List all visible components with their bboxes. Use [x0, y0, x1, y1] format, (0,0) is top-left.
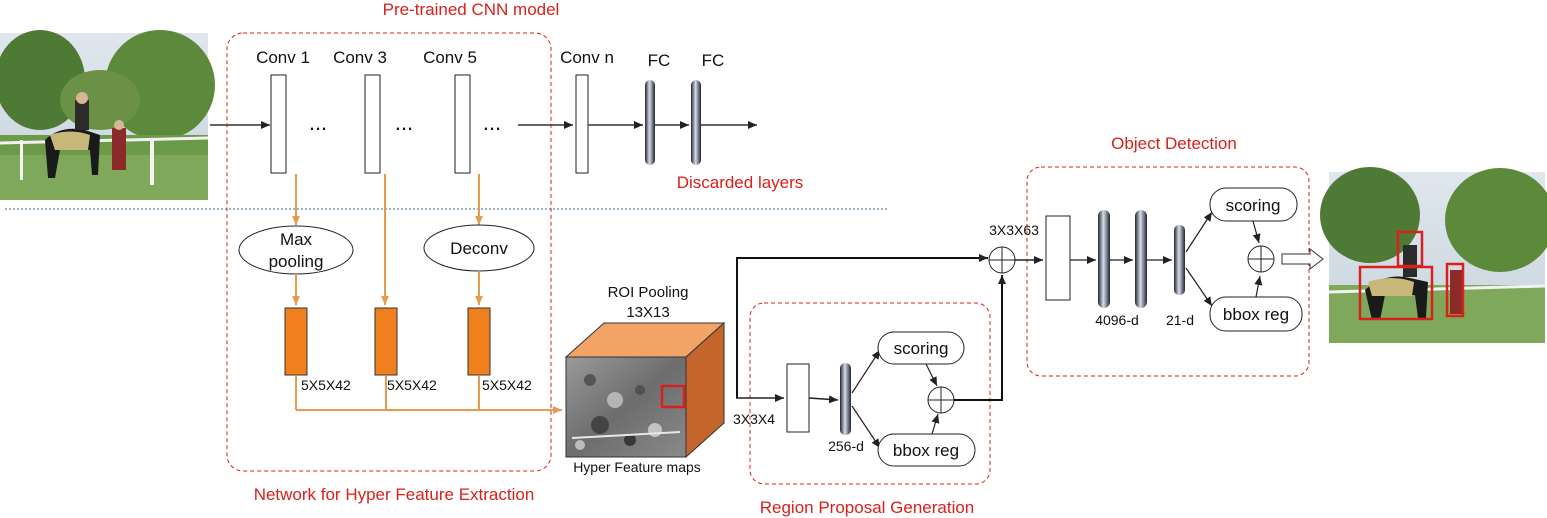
hyper-feature-title: Network for Hyper Feature Extraction — [254, 485, 535, 504]
rpn-scoring-to-sum — [925, 363, 938, 387]
conv5-label: Conv 5 — [423, 48, 477, 67]
detection-title: Object Detection — [1111, 134, 1237, 153]
features-to-merge-arrow — [736, 254, 988, 398]
det-fc2-layer — [1135, 210, 1147, 308]
feature-dim-3: 5X5X42 — [482, 377, 532, 393]
dots-1: ... — [309, 110, 327, 135]
rpn-input-dim: 3X3X4 — [733, 411, 775, 427]
rpn-bbox-node — [877, 433, 976, 467]
convn-layer — [575, 74, 589, 174]
hyper-feature-maps-label: Hyper Feature maps — [573, 459, 701, 475]
pretrained-cnn-title: Pre-trained CNN model — [383, 0, 560, 19]
rpn-to-fc-arrow — [808, 395, 839, 404]
fc2-layer — [691, 80, 701, 165]
detection-box — [1026, 166, 1310, 377]
det-fc3-layer — [1174, 225, 1185, 295]
feature-block-3 — [467, 307, 491, 376]
feature-block-1 — [284, 307, 308, 376]
convn-label: Conv n — [560, 48, 614, 67]
rpn-title: Region Proposal Generation — [760, 498, 975, 517]
output-image — [1320, 167, 1547, 343]
fc2-label: FC — [702, 51, 725, 70]
rpn-bbox-label: bbox reg — [893, 441, 959, 460]
rpn-to-scoring-arrow — [851, 349, 881, 394]
detection-box-horse — [1358, 265, 1434, 321]
conv3-layer — [364, 74, 381, 174]
roi-pooling-line2: 13X13 — [626, 304, 669, 321]
rpn-fc-layer — [840, 363, 851, 435]
feature-dim-2: 5X5X42 — [387, 377, 437, 393]
detection-input-dim: 3X3X63 — [989, 222, 1039, 238]
roi-highlight — [660, 384, 686, 409]
det-sum-icon — [1247, 245, 1275, 273]
rpn-bbox-to-sum — [931, 413, 940, 435]
rpn-box — [749, 302, 991, 485]
input-image — [0, 30, 215, 200]
rpn-to-merge-arrow — [954, 275, 1006, 401]
det-fc1-layer — [1098, 210, 1110, 308]
hyper-feature-cube — [564, 321, 726, 459]
feature-block-2 — [374, 307, 398, 376]
rpn-to-bbox-arrow — [851, 405, 881, 449]
fc1-layer — [645, 80, 655, 165]
dots-2: ... — [395, 110, 413, 135]
det-conv-layer — [1045, 215, 1071, 301]
feature-dim-1: 5X5X42 — [301, 377, 351, 393]
max-pooling-line2: pooling — [269, 252, 324, 271]
conv5-layer — [454, 74, 471, 174]
det-fc3-dim: 21-d — [1166, 312, 1194, 328]
discarded-layers-label: Discarded layers — [677, 173, 804, 192]
conv1-label: Conv 1 — [256, 48, 310, 67]
fc1-label: FC — [648, 51, 671, 70]
conv3-label: Conv 3 — [333, 48, 387, 67]
det-scoring-to-sum — [1252, 220, 1261, 244]
deconv-label: Deconv — [450, 239, 508, 258]
rpn-scoring-label: scoring — [894, 339, 949, 358]
detection-box-person — [1445, 262, 1465, 318]
rpn-sum-icon — [927, 386, 955, 414]
merge-sum-icon — [988, 246, 1016, 274]
rpn-conv-layer — [786, 363, 810, 433]
det-fc-dim: 4096-d — [1095, 312, 1139, 328]
conv1-layer — [270, 74, 287, 174]
det-to-bbox-arrow — [1185, 267, 1213, 307]
hyper-feature-box — [226, 32, 552, 472]
det-to-scoring-arrow — [1185, 211, 1213, 253]
rpn-scoring-node — [877, 331, 965, 365]
det-bbox-to-sum — [1254, 275, 1263, 298]
roi-pooling-line1: ROI Pooling — [608, 284, 689, 301]
det-scoring-label: scoring — [1226, 196, 1281, 215]
rpn-fc-dim: 256-d — [828, 438, 864, 454]
max-pooling-line1: Max — [280, 230, 313, 249]
dots-3: ... — [483, 110, 501, 135]
det-bbox-label: bbox reg — [1223, 305, 1289, 324]
output-arrow-icon — [1281, 247, 1324, 271]
